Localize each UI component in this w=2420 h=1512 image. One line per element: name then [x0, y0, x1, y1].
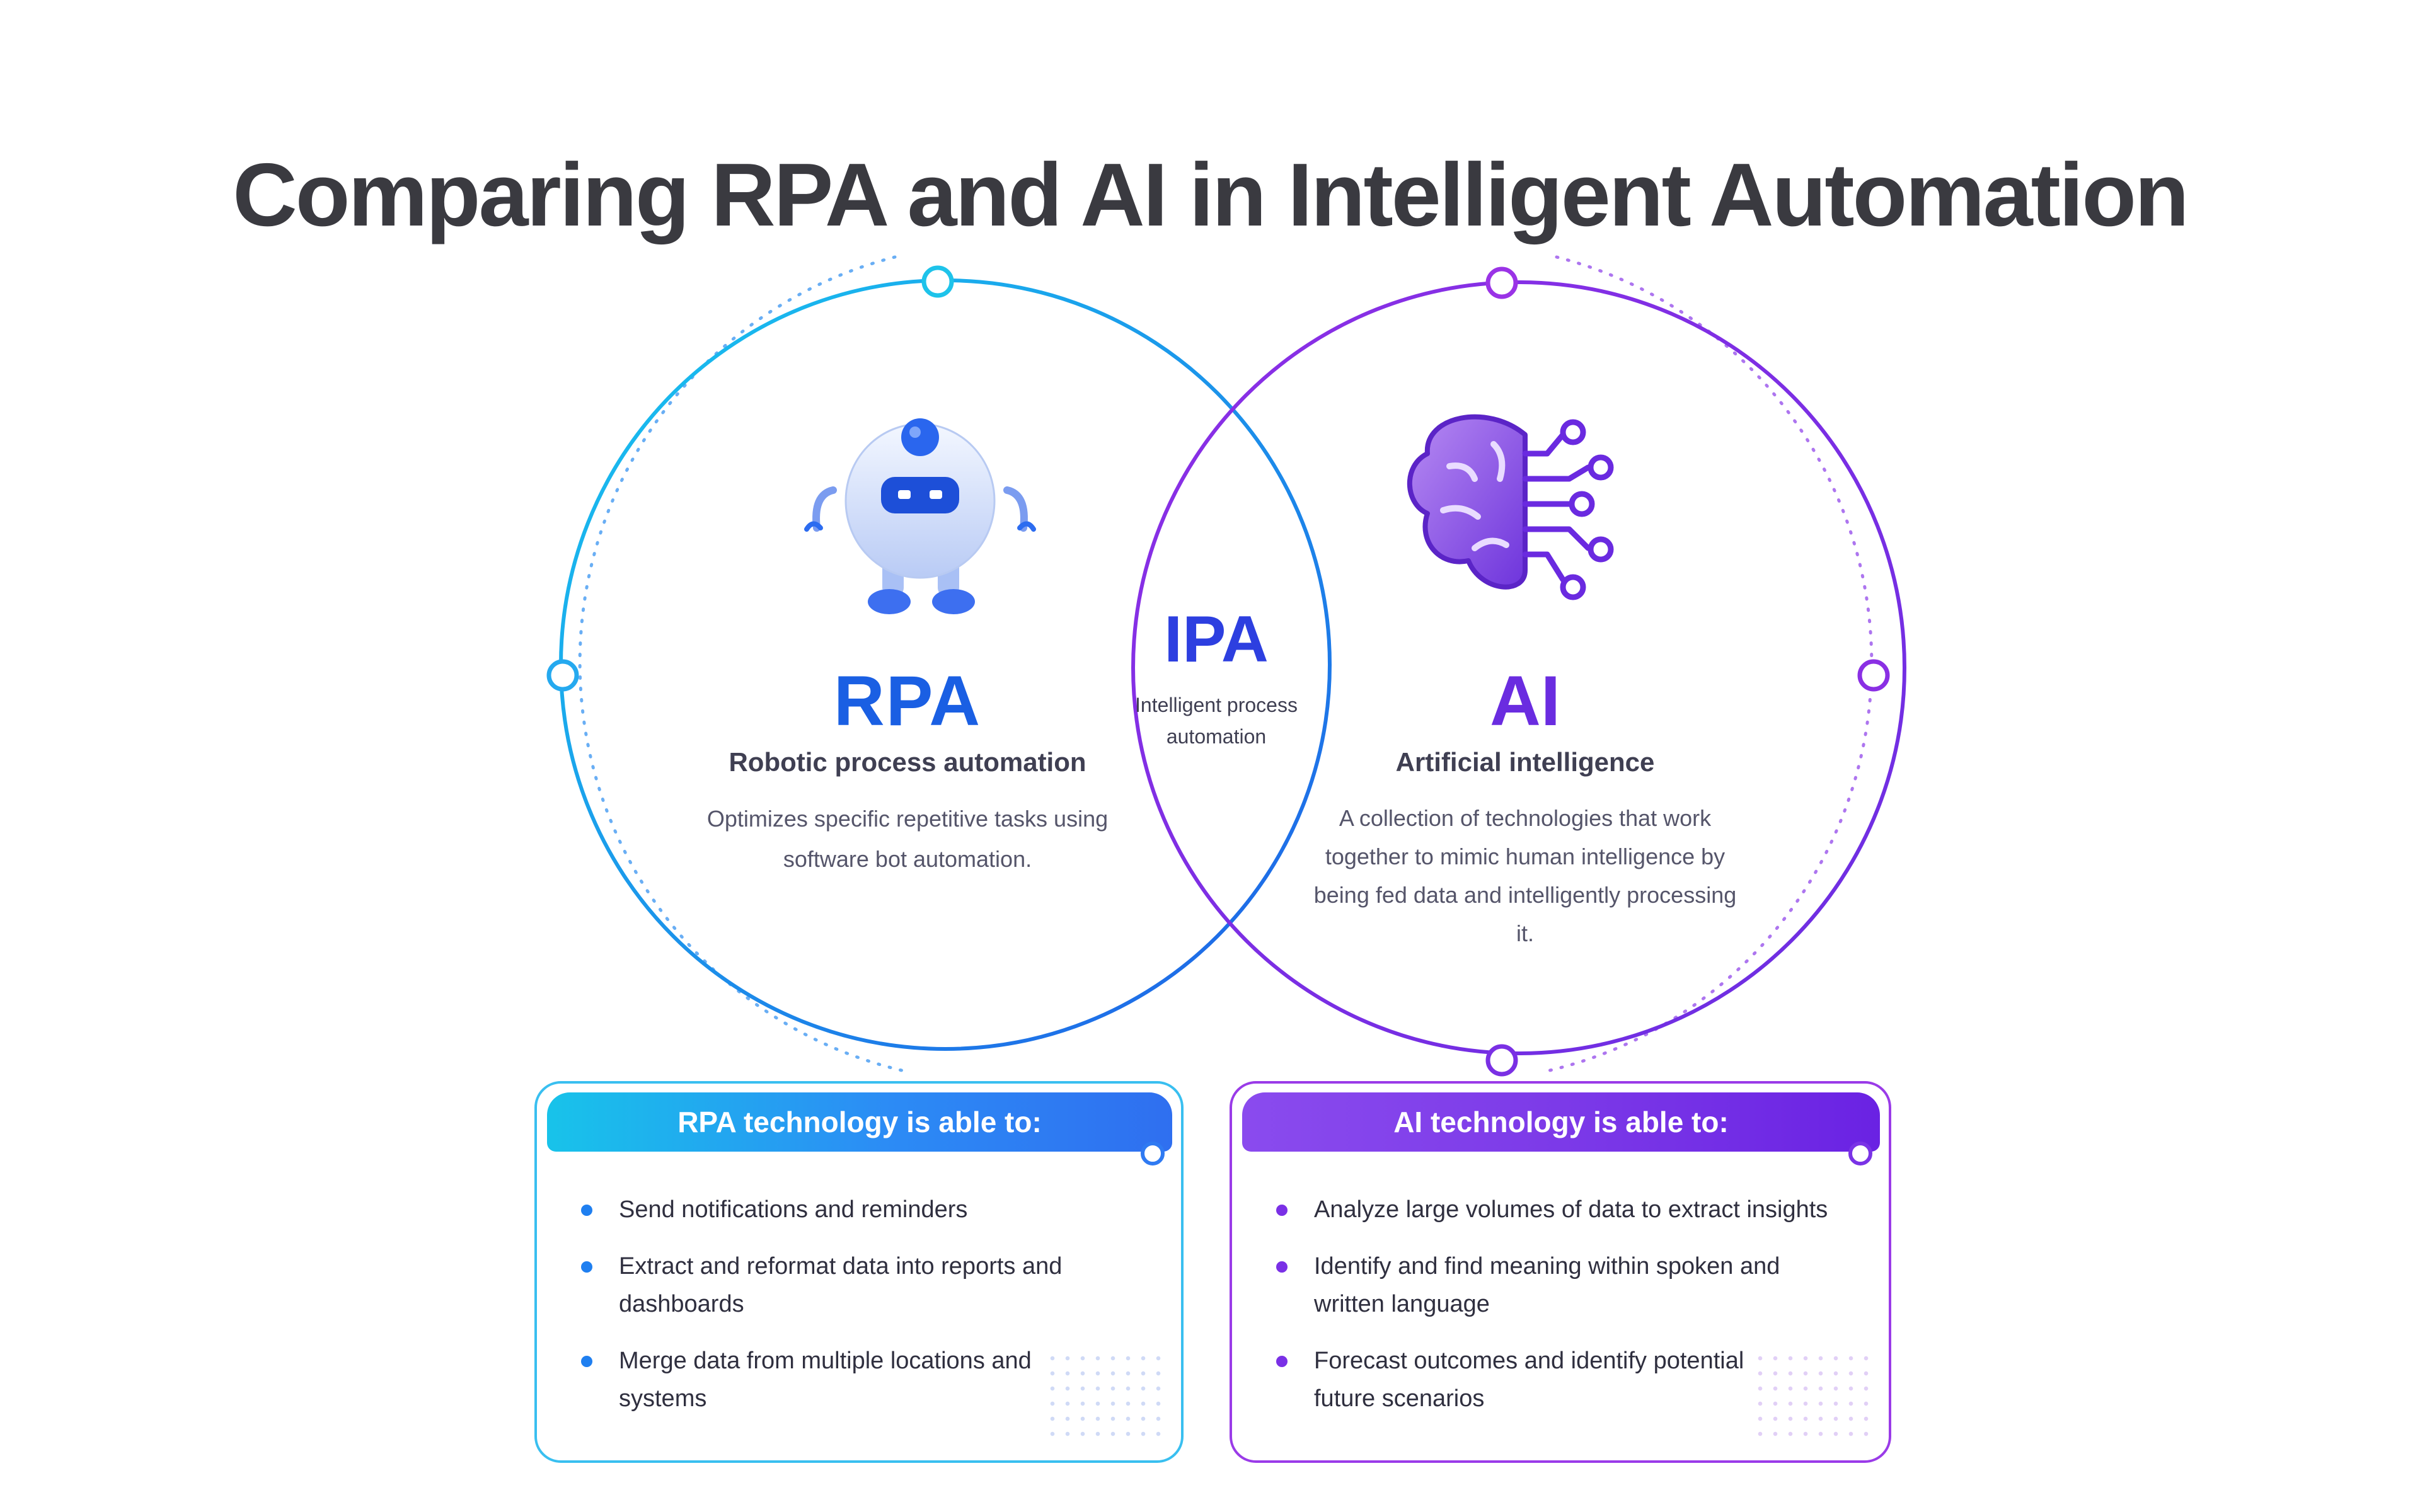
robot-icon — [804, 418, 1036, 614]
bullet-icon — [581, 1356, 592, 1367]
ai-description: A collection of technologies that work t… — [1313, 805, 1737, 946]
rpa-description: Optimizes specific repetitive tasks usin… — [706, 806, 1109, 872]
list-item: Forecast outcomes and identify potential… — [1276, 1342, 1793, 1418]
bullet-icon — [581, 1205, 592, 1216]
bullet-icon — [581, 1261, 592, 1273]
ai-capabilities-list: Analyze large volumes of data to extract… — [1276, 1191, 1864, 1436]
ai-circle — [1131, 280, 1906, 1055]
list-item-text: Identify and find meaning within spoken … — [1314, 1253, 1780, 1317]
ai-panel-header: AI technology is able to: — [1242, 1092, 1880, 1166]
rpa-dotted-arc — [578, 255, 906, 1073]
rpa-node-top — [921, 265, 954, 298]
ai-panel-title: AI technology is able to: — [1393, 1106, 1729, 1138]
list-item-text: Send notifications and reminders — [619, 1196, 968, 1223]
page-title: Comparing RPA and AI in Intelligent Auto… — [233, 145, 2189, 245]
decorative-dot-grid — [1045, 1351, 1165, 1445]
ai-capabilities-panel: AI technology is able to: Analyze large … — [1230, 1081, 1891, 1463]
decorative-dot-grid — [1753, 1351, 1872, 1445]
rpa-panel-title: RPA technology is able to: — [677, 1106, 1042, 1138]
list-item: Extract and reformat data into reports a… — [581, 1247, 1098, 1323]
list-item: Identify and find meaning within spoken … — [1276, 1247, 1856, 1323]
ai-node-right — [1857, 659, 1890, 692]
bullet-icon — [1276, 1356, 1288, 1367]
ipa-abbreviation: IPA — [1164, 603, 1269, 676]
rpa-capabilities-list: Send notifications and reminders Extract… — [581, 1191, 1156, 1436]
rpa-abbreviation: RPA — [833, 662, 982, 740]
rpa-capabilities-panel: RPA technology is able to: Send notifica… — [534, 1081, 1184, 1463]
ipa-full-name: Intelligent process automation — [1135, 694, 1298, 748]
list-item-text: Forecast outcomes and identify potential… — [1314, 1348, 1744, 1412]
list-item-text: Merge data from multiple locations and s… — [619, 1348, 1032, 1412]
ai-abbreviation: AI — [1490, 662, 1560, 740]
ai-full-name: Artificial intelligence — [1395, 747, 1655, 777]
rpa-panel-header: RPA technology is able to: — [547, 1092, 1172, 1166]
rpa-full-name: Robotic process automation — [729, 747, 1086, 777]
list-item-text: Extract and reformat data into reports a… — [619, 1253, 1063, 1317]
list-item: Send notifications and reminders — [581, 1191, 1156, 1228]
brain-circuit-icon — [1407, 414, 1614, 600]
rpa-panel-node — [1141, 1142, 1165, 1166]
list-item-text: Analyze large volumes of data to extract… — [1314, 1196, 1828, 1223]
bullet-icon — [1276, 1205, 1288, 1216]
rpa-node-left — [546, 659, 579, 692]
ai-node-top — [1485, 266, 1518, 299]
ai-panel-node — [1848, 1142, 1872, 1166]
bullet-icon — [1276, 1261, 1288, 1273]
list-item: Analyze large volumes of data to extract… — [1276, 1191, 1864, 1228]
ai-node-bottom — [1485, 1044, 1518, 1077]
list-item: Merge data from multiple locations and s… — [581, 1342, 1060, 1418]
